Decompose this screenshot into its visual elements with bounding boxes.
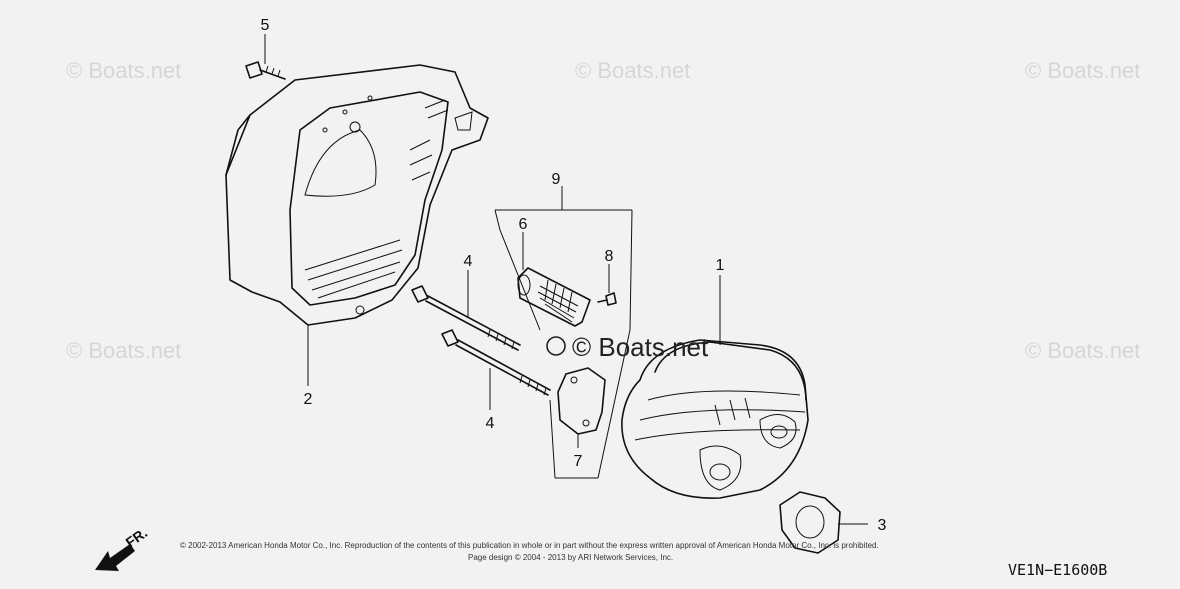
diagram-code: VE1N−E1600B — [1008, 561, 1107, 579]
callout-8: 8 — [605, 248, 614, 265]
watermark-mid-right: © Boats.net — [1025, 338, 1140, 363]
callout-4-lower: 4 — [486, 415, 495, 432]
spark-arrester-part-6 — [517, 267, 591, 327]
watermark-top-left: © Boats.net — [66, 58, 181, 83]
exhaust-gasket-part-3 — [779, 491, 841, 554]
callout-3: 3 — [878, 517, 887, 534]
copyright-circle-icon — [546, 336, 566, 356]
copyright-line-2: Page design © 2004 - 2013 by ARI Network… — [468, 553, 673, 562]
callout-2: 2 — [304, 391, 313, 408]
front-direction-arrow-icon — [95, 544, 135, 571]
callout-4-upper: 4 — [464, 253, 473, 270]
muffler-part-1 — [621, 339, 809, 499]
callout-5: 5 — [261, 17, 270, 34]
copyright-line-1: © 2002-2013 American Honda Motor Co., In… — [180, 541, 879, 550]
callout-9: 9 — [552, 171, 561, 188]
bracket-left-line — [494, 209, 541, 331]
arrester-gasket-part-7 — [557, 367, 606, 435]
watermark-top-right: © Boats.net — [1025, 58, 1140, 83]
muffler-protector-part — [225, 64, 489, 326]
callout-6: 6 — [519, 216, 528, 233]
stud-bolt-lower — [441, 329, 551, 396]
callout-1: 1 — [716, 257, 725, 274]
flange-bolt-part-5 — [245, 61, 286, 80]
bracket-right-line — [597, 209, 633, 479]
watermark-center: © Boats.net — [572, 332, 709, 362]
watermark-mid-left: © Boats.net — [66, 338, 181, 363]
stud-bolt-upper — [411, 285, 521, 351]
callout-7: 7 — [574, 453, 583, 470]
bracket-bottom-line — [549, 399, 598, 479]
watermark-top-center: © Boats.net — [575, 58, 690, 83]
tapping-screw-part-8 — [597, 292, 617, 306]
